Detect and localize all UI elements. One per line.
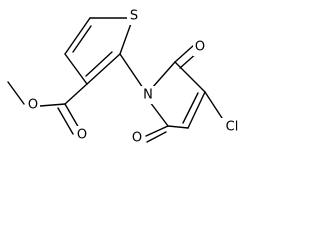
thiophene-ring [64, 17, 134, 85]
bond-ccl-ch [187, 91, 206, 129]
atom-n: N [143, 88, 153, 103]
atom-o-bottom: O [132, 131, 142, 146]
atom-cl: Cl [226, 120, 239, 135]
atom-o-ester: O [28, 98, 38, 113]
atom-labels: S O O N O O Cl [26, 7, 242, 147]
bond-n-cbottom [149, 101, 169, 127]
molecule-structure: S O O N O O Cl [7, 7, 242, 147]
bond-c3-c2 [86, 53, 121, 85]
bond-c5-c4-inner [72, 25, 92, 53]
bond-cbottom-obottom-double [146, 131, 167, 143]
bond-c-oester [39, 103, 66, 107]
bond-n-ctop [151, 61, 176, 89]
bond-c3-ccarbonyl [64, 83, 88, 105]
bond-ctop-ccl [174, 61, 206, 93]
bond-c5-c4 [64, 17, 91, 55]
methyl-ester-group [7, 81, 88, 135]
bond-oester-methyl [7, 81, 25, 105]
atom-s: S [130, 9, 138, 24]
bond-c2-n [119, 53, 144, 89]
atom-o-top: O [195, 40, 205, 55]
bond-carbonyl-o-double [57, 107, 74, 135]
bond-c4-c3 [64, 53, 88, 85]
bond-c3-c2-inner [85, 51, 113, 77]
maleimide-ring [119, 44, 223, 143]
bond-ccl-cl [204, 91, 223, 119]
bond-ch-cbottom [167, 125, 189, 129]
bond-carbonyl-o [64, 103, 81, 131]
bond-ccl-ch-inner [182, 92, 199, 124]
bond-ctop-otop [174, 44, 195, 63]
atom-o-carbonyl: O [77, 128, 87, 143]
bond-cbottom-obottom [145, 125, 169, 137]
